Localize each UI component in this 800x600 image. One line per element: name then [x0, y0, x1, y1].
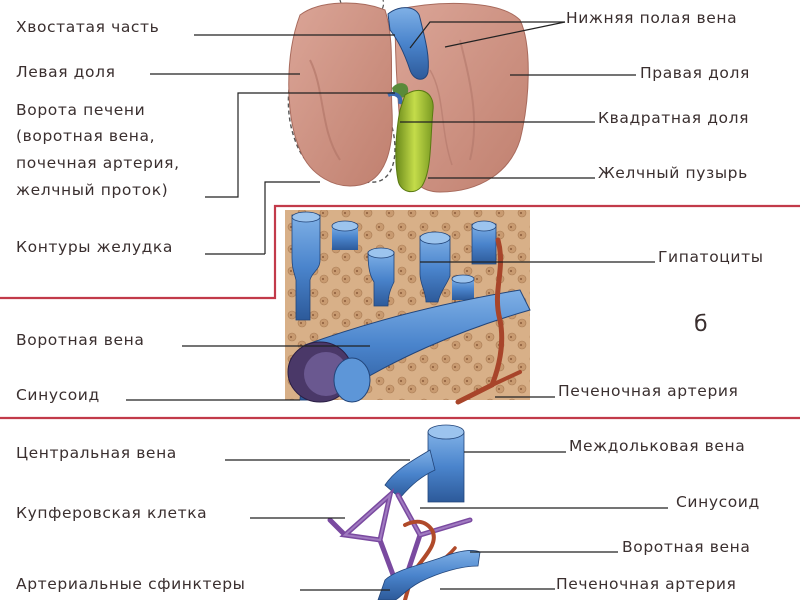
label-stomach-contour: Контуры желудка — [16, 238, 173, 256]
panel-b-leaders — [126, 261, 655, 401]
liver-illustration — [287, 0, 529, 193]
panel-a-leaders — [150, 21, 636, 255]
label-central-vein: Центральная вена — [16, 444, 177, 462]
label-hepatic-artery-b: Печеночная артерия — [558, 382, 739, 400]
label-porta-line2: (воротная вена, — [16, 127, 156, 145]
left-lobe-shape — [288, 2, 393, 187]
panel-c-leaders — [225, 451, 668, 591]
label-hepatic-artery-c: Печеночная артерия — [556, 575, 737, 593]
label-kupffer-cell: Купферовская клетка — [16, 504, 208, 522]
label-ivc: Нижняя полая вена — [566, 9, 738, 27]
label-portal-vein-b: Воротная вена — [16, 331, 145, 349]
panel-letter-b: б — [694, 312, 708, 337]
label-gallbladder: Желчный пузырь — [598, 164, 748, 182]
label-portal-vein-c: Воротная вена — [622, 538, 751, 556]
label-porta-line1: Ворота печени — [16, 101, 146, 119]
microcirculation-illustration — [327, 424, 481, 600]
label-quadrate-lobe: Квадратная доля — [598, 109, 750, 127]
gallbladder-shape — [395, 90, 434, 193]
label-sinusoid-c: Синусоид — [676, 493, 760, 511]
label-sinusoid-b: Синусоид — [16, 386, 100, 404]
label-interlobular-vein: Междольковая вена — [569, 437, 746, 455]
hepatic-artery-b — [455, 237, 505, 405]
label-arterial-sphincters: Артериальные сфинктеры — [16, 575, 246, 593]
label-porta-line3: почечная артерия, — [16, 154, 180, 172]
label-hepatocytes: Гипатоциты — [658, 248, 764, 266]
label-porta-line4: желчный проток) — [16, 181, 169, 199]
label-left-lobe: Левая доля — [16, 63, 116, 81]
label-caudate: Хвостатая часть — [16, 18, 160, 36]
ivc-shape — [387, 7, 429, 80]
label-right-lobe: Правая доля — [640, 64, 750, 82]
divider-top — [0, 204, 800, 300]
tissue-block — [285, 210, 531, 405]
